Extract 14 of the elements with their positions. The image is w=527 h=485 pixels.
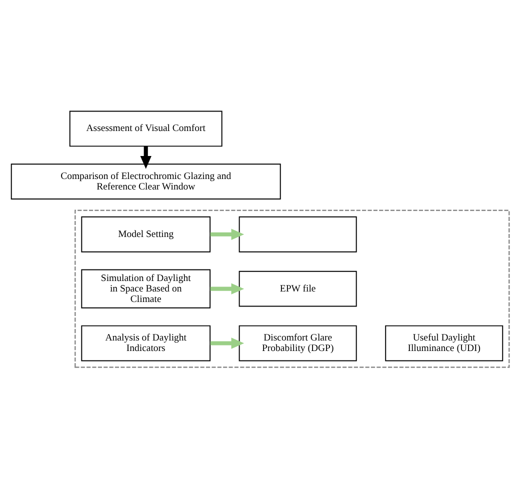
node-box: Discomfort Glare Probability (DGP)	[238, 325, 357, 362]
node-box: Analysis of Daylight Indicators	[81, 325, 211, 362]
arrow	[210, 283, 244, 294]
cluster	[74, 210, 510, 368]
node-box: Simulation of Daylight in Space Based on Climate	[81, 269, 211, 308]
node-box: Useful Daylight Illuminance (UDI)	[385, 325, 504, 362]
arrow	[210, 228, 244, 240]
node-box: Comparison of Electrochromic Glazing and Reference Clear Window	[10, 164, 281, 200]
node-box: Assessment of Visual Comfort	[69, 110, 222, 147]
arrow	[140, 146, 152, 169]
arrow	[210, 338, 244, 349]
node-box: Model Setting	[81, 216, 211, 252]
node-box	[238, 216, 357, 252]
node-box: EPW file	[238, 270, 357, 307]
